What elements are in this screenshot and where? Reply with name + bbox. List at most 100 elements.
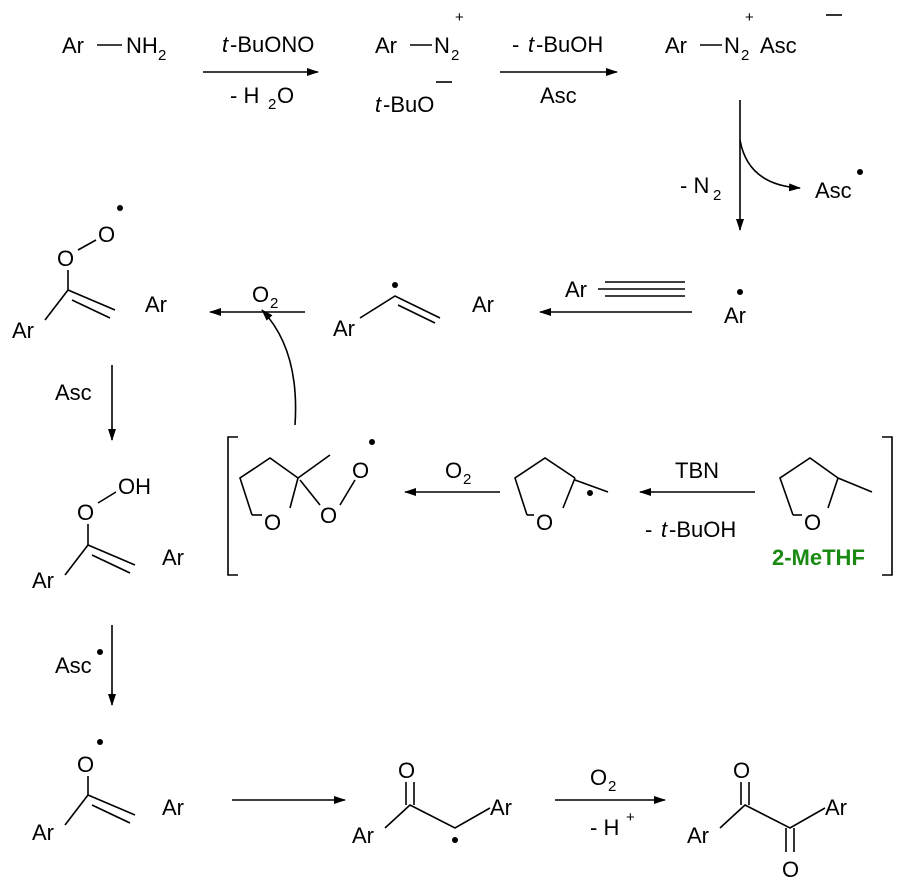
ar-label: Ar [32, 568, 54, 593]
counterion-label: -BuO [383, 92, 434, 117]
arrow-ion-exchange: - t -BuOH Asc [500, 32, 618, 108]
ar-label: Ar [162, 545, 184, 570]
oh-label: OH [118, 474, 151, 499]
italic-t: t [661, 517, 668, 542]
byproduct-label: - H [230, 83, 259, 108]
subscript: 2 [158, 47, 166, 64]
peroxyl-radical: O O Ar Ar [12, 205, 167, 343]
subscript: 2 [451, 47, 459, 64]
radical-dot [97, 649, 103, 655]
ar-label: Ar [352, 823, 374, 848]
radical-dot [117, 205, 123, 211]
nh-label: NH [126, 33, 158, 58]
ar-label: Ar [565, 277, 587, 302]
ar-label: Ar [472, 292, 494, 317]
ar-label: Ar [333, 316, 355, 341]
radical-dot [737, 289, 743, 295]
byproduct-label: - H [590, 815, 619, 840]
asc-label: Asc [760, 33, 797, 58]
diazonium-salt: Ar N 2 + t -BuO [375, 9, 464, 117]
hydroperoxide: O OH Ar Ar [32, 474, 184, 593]
arrow-hat: Asc [55, 365, 116, 441]
byproduct-label: - N [680, 173, 709, 198]
vinyl-radical: Ar Ar [333, 282, 494, 341]
byproduct-label: O [277, 83, 294, 108]
radical-dot [369, 439, 375, 445]
o-label: O [352, 458, 369, 483]
ar-label: Ar [687, 823, 709, 848]
reagent-label: -BuONO [230, 32, 314, 57]
subscript: 2 [270, 295, 278, 312]
ar-label: Ar [62, 33, 84, 58]
charge-plus: + [626, 809, 635, 826]
o-label: O [264, 510, 281, 535]
o-label: O [782, 857, 799, 882]
arrow-hat-solvent: TBN - t -BuOH [639, 458, 755, 542]
enoxyl-radical: O Ar Ar [32, 739, 184, 845]
solvent-label: 2-MeTHF [772, 545, 865, 570]
reagent-label: Asc [55, 653, 92, 678]
o-label: O [398, 758, 415, 783]
ar-label: Ar [665, 33, 687, 58]
arrow-dediazoniation: - N 2 Asc [680, 100, 863, 231]
ar-label: Ar [724, 303, 746, 328]
subscript: 2 [741, 47, 749, 64]
aryl-radical: Ar [724, 289, 746, 328]
byproduct-label: - [645, 517, 652, 542]
byproduct-label: -BuOH [536, 32, 603, 57]
aryl-alkyne: Ar [565, 277, 685, 302]
ar-label: Ar [145, 292, 167, 317]
reagent-label: Asc [55, 380, 92, 405]
thf-peroxyl-radical: O O O [239, 439, 375, 535]
ar-label: Ar [162, 795, 184, 820]
ketone-radical: O Ar Ar [352, 758, 512, 848]
reagent-label: TBN [675, 458, 719, 483]
ar-label: Ar [375, 33, 397, 58]
o-label: O [320, 503, 337, 528]
diketone-product: O O Ar Ar [687, 758, 847, 882]
italic-t: t [528, 32, 535, 57]
charge-plus: + [745, 9, 754, 26]
subscript: 2 [463, 471, 471, 488]
thf-radical: O [514, 457, 609, 535]
asc-radical-label: Asc [815, 178, 852, 203]
reagent-label: Asc [540, 83, 577, 108]
o2-label: O [252, 282, 269, 307]
n-label: N [724, 33, 740, 58]
o-label: O [804, 510, 821, 535]
o2-label: O [445, 458, 462, 483]
subscript: 2 [268, 96, 276, 113]
aniline: Ar NH 2 [62, 33, 166, 64]
bracket-right [882, 436, 893, 576]
o-label: O [77, 752, 94, 777]
radical-dot [452, 837, 458, 843]
o2-label: O [590, 765, 607, 790]
subscript: 2 [713, 187, 721, 204]
o-label: O [733, 758, 750, 783]
byproduct-label: - [512, 32, 519, 57]
n-label: N [434, 33, 450, 58]
o-label: O [77, 500, 94, 525]
radical-dot [587, 490, 593, 496]
italic-t: t [222, 32, 229, 57]
radical-dot [392, 282, 398, 288]
ar-label: Ar [825, 795, 847, 820]
ar-label: Ar [490, 795, 512, 820]
2-methf: O 2-MeTHF [772, 457, 873, 570]
ar-label: Ar [32, 820, 54, 845]
byproduct-label: -BuOH [669, 517, 736, 542]
o-label: O [98, 222, 115, 247]
ar-label: Ar [12, 318, 34, 343]
o-label: O [536, 510, 553, 535]
arrow-oxidation: O 2 - H + [555, 765, 666, 840]
radical-dot [97, 739, 103, 745]
arrow-oxygen-trap: O 2 [404, 458, 500, 496]
subscript: 2 [608, 778, 616, 795]
bracket-left [227, 436, 238, 576]
o-label: O [57, 246, 74, 271]
charge-plus: + [455, 9, 464, 26]
diazonium-ascorbate: Ar N 2 + Asc [665, 9, 842, 64]
radical-dot [857, 169, 863, 175]
italic-t: t [375, 92, 382, 117]
